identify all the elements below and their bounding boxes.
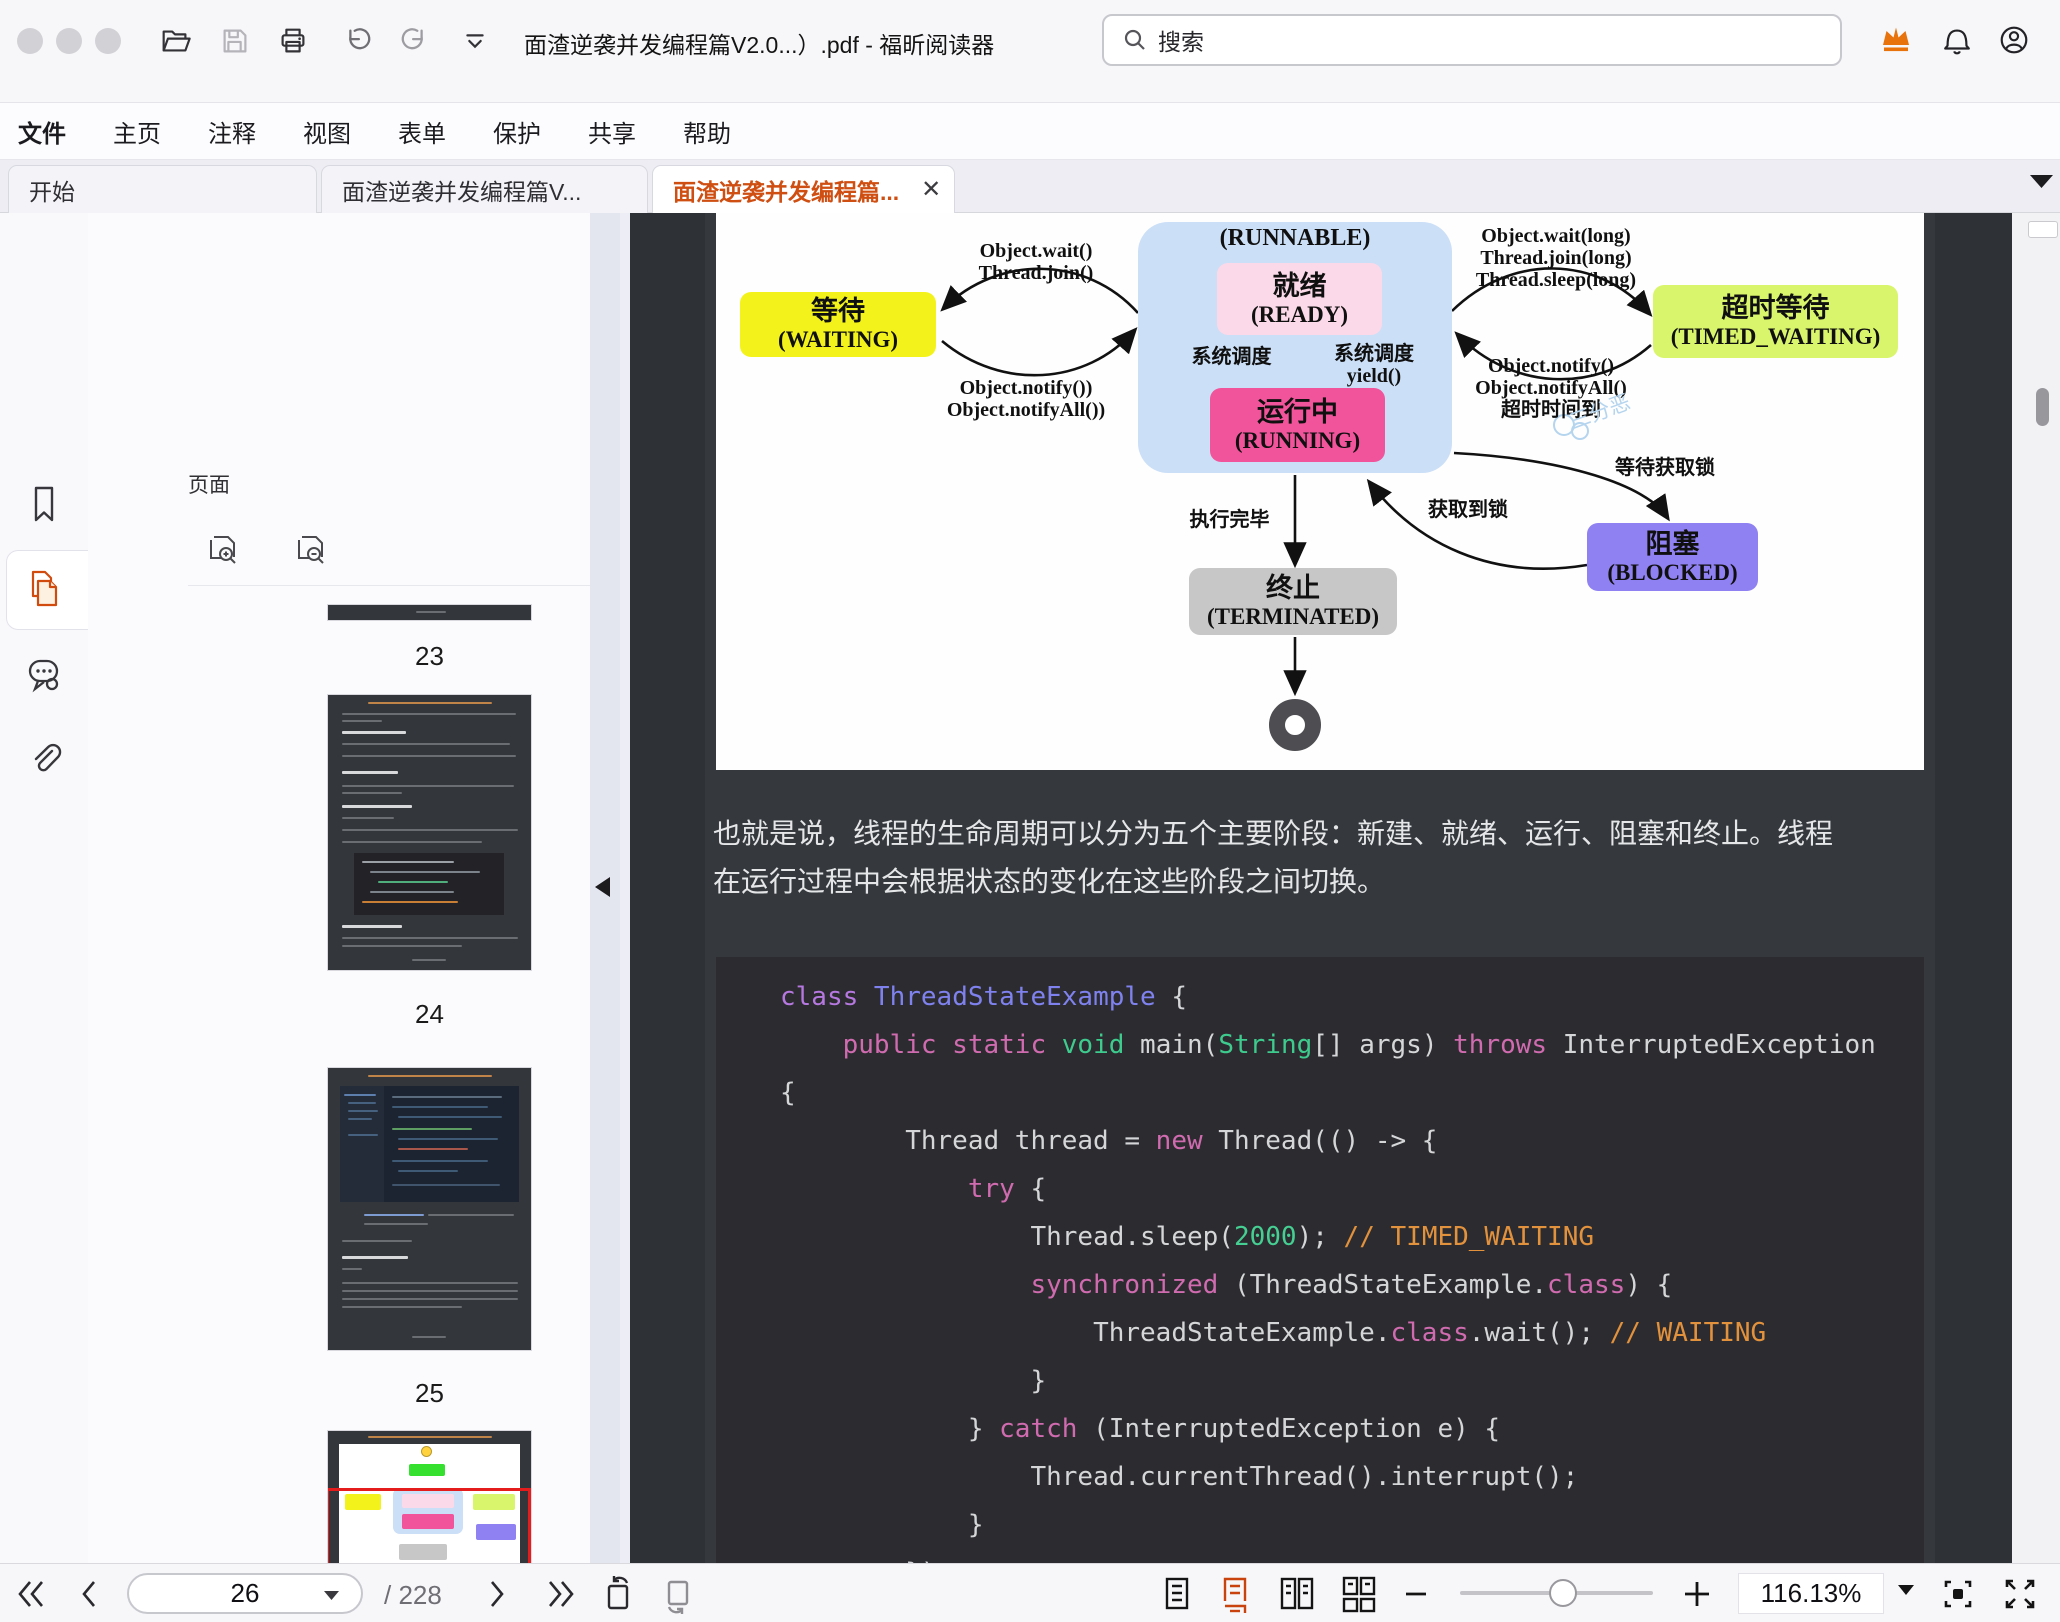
bookmarks-panel-icon[interactable]: [26, 484, 62, 524]
state-timed-waiting: 超时等待 (TIMED_WAITING): [1653, 285, 1898, 358]
panel-divider: [188, 585, 676, 586]
page-thumbnail-label: 23: [415, 641, 444, 671]
fit-page-icon[interactable]: [1938, 1574, 1978, 1614]
menu-bar: 文件 主页 注释 视图 表单 保护 共享 帮助: [0, 103, 2060, 160]
vertical-scrollbar[interactable]: [2012, 213, 2060, 1563]
page-thumbnail-label: 24: [415, 999, 444, 1029]
state-waiting: 等待 (WAITING): [740, 292, 936, 357]
zoom-dropdown-icon[interactable]: [1898, 1585, 1914, 1595]
current-page-value: 26: [230, 1578, 260, 1608]
thumbnail-zoom-out-icon[interactable]: [294, 533, 328, 565]
search-icon: [1124, 29, 1145, 50]
undo-icon[interactable]: [340, 24, 374, 58]
transition-label: Object.notify()) Object.notifyAll()): [946, 377, 1106, 421]
continuous-view-icon-active[interactable]: [1216, 1574, 1254, 1614]
page-thumbnail-23[interactable]: [328, 605, 531, 620]
menu-file[interactable]: 文件: [18, 120, 66, 148]
menu-comment[interactable]: 注释: [208, 120, 256, 148]
transition-label: 获取到锁: [1428, 499, 1508, 521]
transition-label: 系统调度 yield(): [1334, 343, 1414, 387]
scrollbar-thumb[interactable]: [2036, 388, 2049, 426]
next-page-icon[interactable]: [476, 1574, 516, 1614]
code-block: class ThreadStateExample {public static …: [716, 957, 1924, 1563]
menu-view[interactable]: 视图: [303, 120, 351, 148]
previous-page-icon[interactable]: [70, 1574, 110, 1614]
total-pages-label: / 228: [384, 1580, 442, 1610]
document-view: (RUNNABLE) 等待 (WAITING) 就绪 (READY) 运行中 (…: [630, 213, 2012, 1563]
notifications-bell-icon[interactable]: [1940, 23, 1974, 57]
thread-state-diagram: (RUNNABLE) 等待 (WAITING) 就绪 (READY) 运行中 (…: [716, 213, 1924, 770]
premium-crown-icon[interactable]: [1877, 22, 1915, 60]
attachments-panel-icon[interactable]: [26, 741, 62, 781]
next-view-icon[interactable]: [658, 1574, 698, 1614]
single-page-view-icon[interactable]: [1158, 1574, 1196, 1614]
transition-label: Object.wait() Thread.join(): [978, 240, 1094, 284]
previous-view-icon[interactable]: [598, 1574, 638, 1614]
title-bar: 面渣逆袭并发编程篇V2.0...）.pdf - 福昕阅读器 搜索: [0, 0, 2060, 103]
scrollbar-top-widget[interactable]: [2028, 221, 2058, 238]
tab-list-dropdown-icon[interactable]: [2030, 175, 2053, 189]
account-avatar-icon[interactable]: [1997, 23, 2031, 57]
page-thumbnail-24[interactable]: [328, 695, 531, 970]
last-page-icon[interactable]: [540, 1574, 580, 1614]
tab-close-icon[interactable]: ✕: [921, 176, 942, 203]
pages-panel: 页面 23: [88, 213, 676, 1622]
facing-continuous-view-icon[interactable]: [1338, 1574, 1380, 1614]
body-paragraph: 也就是说，线程的生命周期可以分为五个主要阶段：新建、就绪、运行、阻塞和终止。线程…: [713, 818, 1834, 897]
transition-label: 系统调度: [1191, 346, 1272, 368]
window-minimize-button[interactable]: [56, 28, 82, 54]
menu-protect[interactable]: 保护: [493, 120, 541, 148]
panel-title: 页面: [188, 474, 230, 497]
zoom-slider-handle[interactable]: [1549, 1579, 1577, 1607]
zoom-out-icon[interactable]: [1400, 1582, 1432, 1606]
sidebar-icon-strip: [0, 213, 90, 1563]
transition-label: Object.wait(long) Thread.join(long) Thre…: [1475, 225, 1637, 291]
transition-label: 执行完毕: [1189, 509, 1270, 531]
first-page-icon[interactable]: [12, 1574, 52, 1614]
save-icon[interactable]: [218, 24, 252, 58]
final-state-icon: [1269, 699, 1321, 751]
viewport-indicator: [328, 1488, 531, 1622]
state-terminated: 终止 (TERMINATED): [1189, 568, 1397, 635]
tab-document-2-active[interactable]: 面渣逆袭并发编程篇... ✕: [652, 165, 955, 213]
window-close-button[interactable]: [17, 28, 43, 54]
state-blocked: 阻塞 (BLOCKED): [1587, 523, 1758, 591]
collapse-toolbar-icon[interactable]: [458, 24, 492, 58]
tab-document-1[interactable]: 面渣逆袭并发编程篇V...: [321, 165, 648, 213]
fullscreen-icon[interactable]: [2000, 1574, 2040, 1614]
menu-share[interactable]: 共享: [588, 120, 636, 148]
pdf-page: (RUNNABLE) 等待 (WAITING) 就绪 (READY) 运行中 (…: [705, 213, 1935, 1563]
status-bar: 26 / 228: [0, 1563, 2060, 1622]
pages-panel-icon[interactable]: [26, 569, 62, 609]
state-running: 运行中 (RUNNING): [1210, 388, 1385, 462]
search-input[interactable]: 搜索: [1102, 14, 1842, 66]
menu-help[interactable]: 帮助: [683, 120, 731, 148]
collapse-sidebar-arrow-icon[interactable]: [595, 877, 610, 897]
thumbnail-zoom-in-icon[interactable]: [206, 533, 240, 565]
page-number-input[interactable]: 26: [127, 1573, 363, 1614]
window-zoom-button[interactable]: [95, 28, 121, 54]
open-file-icon[interactable]: [158, 24, 192, 58]
state-runnable-label: (RUNNABLE): [1219, 225, 1371, 251]
search-placeholder: 搜索: [1158, 29, 1204, 55]
sidebar-collapse-strip[interactable]: [590, 213, 630, 1563]
document-tab-bar: 开始 面渣逆袭并发编程篇V... 面渣逆袭并发编程篇... ✕: [0, 160, 2060, 213]
transition-label: 等待获取锁: [1615, 457, 1715, 479]
page-thumbnail-label: 25: [415, 1378, 444, 1408]
tab-start[interactable]: 开始: [8, 165, 317, 213]
zoom-level-display[interactable]: 116.13%: [1738, 1573, 1884, 1614]
page-thumbnail-25[interactable]: [328, 1068, 531, 1350]
window-title: 面渣逆袭并发编程篇V2.0...）.pdf - 福昕阅读器: [524, 32, 995, 58]
state-ready: 就绪 (READY): [1217, 263, 1382, 335]
menu-form[interactable]: 表单: [398, 120, 446, 148]
menu-home[interactable]: 主页: [113, 120, 161, 148]
redo-icon[interactable]: [398, 24, 432, 58]
page-dropdown-icon[interactable]: [324, 1591, 339, 1600]
print-icon[interactable]: [276, 24, 310, 58]
transition-label: Object.notify() Object.notifyAll() 超时时间到: [1475, 355, 1627, 421]
zoom-in-icon[interactable]: [1680, 1577, 1714, 1611]
comments-panel-icon[interactable]: [26, 655, 62, 695]
facing-view-icon[interactable]: [1276, 1574, 1318, 1614]
